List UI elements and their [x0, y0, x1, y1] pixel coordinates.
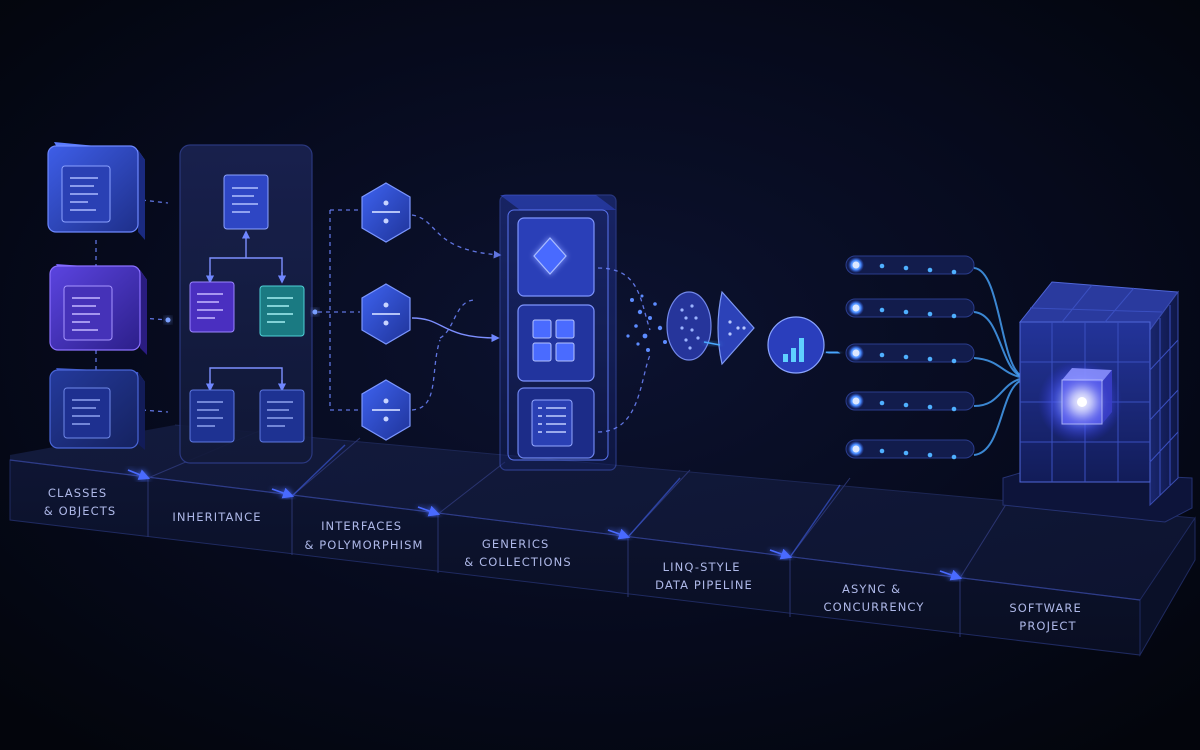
- stage-label-generics: GENERICS & COLLECTIONS: [464, 537, 572, 569]
- interfaces-hexagons: [318, 182, 502, 441]
- stage-label-linq-pipeline: LINQ-STYLE DATA PIPELINE: [655, 560, 753, 592]
- interface-hexagon: [361, 283, 411, 345]
- stage-label-async: ASYNC & CONCURRENCY: [824, 582, 925, 614]
- thread-lane: [845, 378, 1021, 412]
- classes-objects-stack: [47, 142, 171, 450]
- stage-label-classes-objects: CLASSES & OBJECTS: [44, 486, 116, 518]
- interface-hexagon: [361, 379, 411, 441]
- software-project-cube: [1002, 281, 1193, 523]
- object-cube: [49, 264, 147, 355]
- stage-label-interfaces: INTERFACES & POLYMORPHISM: [304, 519, 423, 552]
- interface-hexagon: [361, 182, 411, 243]
- stage-label-inheritance: INHERITANCE: [172, 510, 261, 524]
- async-threads: [845, 255, 1021, 460]
- thread-lane: [845, 380, 1021, 460]
- platform: [9, 419, 1196, 657]
- stage-label-software-project: SOFTWARE PROJECT: [1009, 601, 1086, 633]
- thread-lane: [845, 255, 1021, 376]
- stage-labels: CLASSES & OBJECTS INHERITANCE INTERFACES…: [44, 486, 1086, 633]
- data-pipeline: [626, 290, 841, 374]
- inheritance-panel: [179, 144, 318, 464]
- instance-cube: [49, 368, 145, 450]
- generics-tower: [499, 194, 651, 471]
- thread-lane: [845, 343, 1021, 378]
- class-cube: [47, 142, 145, 240]
- thread-lane: [845, 298, 1021, 377]
